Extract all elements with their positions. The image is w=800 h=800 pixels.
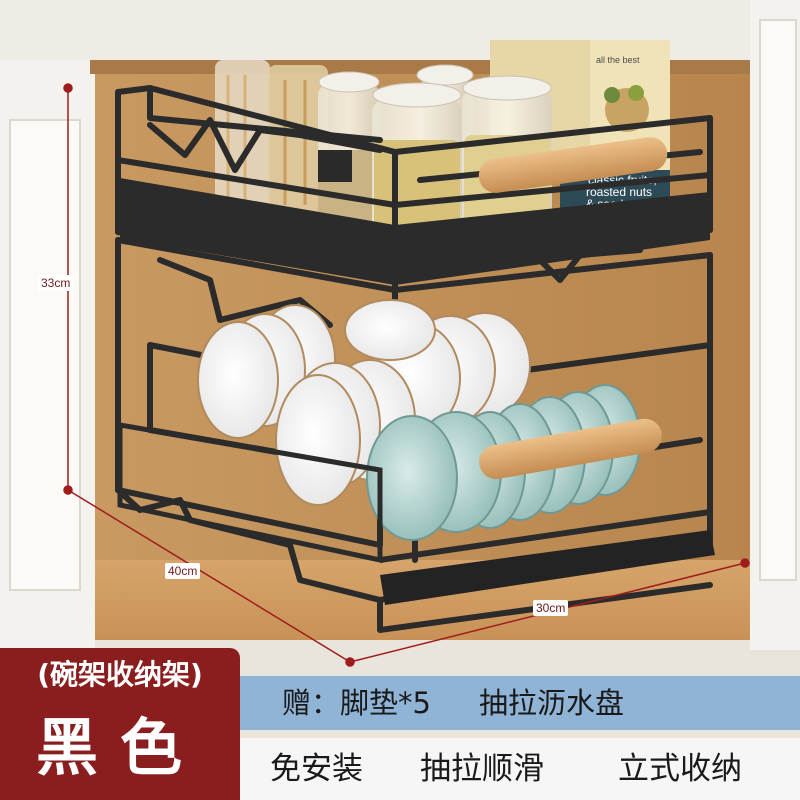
feature-vertical-storage: 立式收纳 (618, 751, 742, 787)
width-dimension-label: 30cm (533, 600, 569, 616)
feature-no-install: 免安装 (270, 751, 363, 787)
gift-item-footpads: 脚垫*5 (340, 686, 431, 720)
upper-wood-handle (478, 137, 668, 193)
feature-smooth-pull: 抽拉顺滑 (420, 751, 544, 787)
upper-tray (120, 178, 710, 285)
lower-wood-handle (479, 418, 662, 480)
drain-tray (117, 422, 715, 605)
white-plates (197, 299, 531, 506)
color-name-label: 黑色 (35, 711, 204, 784)
features-banner (240, 738, 800, 800)
gift-prefix: 赠： (282, 686, 341, 720)
box-brand-text: all the best (596, 55, 640, 65)
depth-dimension-label: 40cm (165, 563, 201, 579)
gift-banner (240, 676, 800, 730)
gift-item-drain-tray: 抽拉沥水盘 (478, 686, 624, 720)
gift-text: 赠：脚垫*5 抽拉沥水盘 (282, 676, 782, 730)
jar-label (318, 150, 352, 182)
product-type-label: (碗架收纳架) (37, 658, 203, 691)
box-line-2: roasted nuts (586, 185, 652, 199)
height-dimension-label: 33cm (38, 275, 74, 291)
product-tag (0, 648, 240, 800)
